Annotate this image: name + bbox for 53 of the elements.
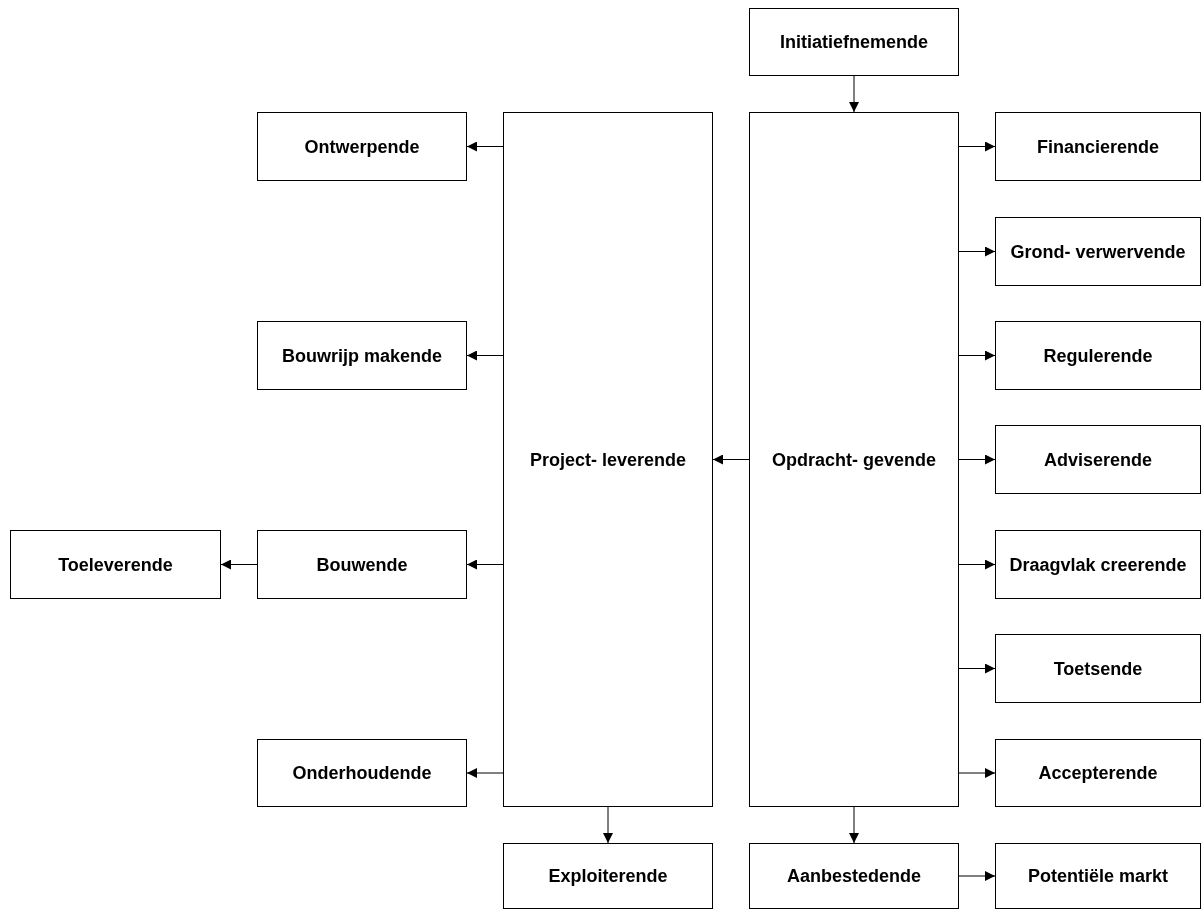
arrow [958,871,996,881]
process-box [995,425,1201,494]
arrow [466,141,504,152]
arrow [958,350,996,361]
process-box [995,739,1201,807]
arrow [958,454,996,465]
process-box [995,217,1201,286]
process-box [257,739,467,807]
process-box [995,321,1201,390]
box-label: Exploiterende [548,865,668,888]
box-label: Adviserende [1043,448,1152,472]
process-box [749,8,959,76]
box-label: Toeleverende [58,553,173,577]
box-label: Potentiële markt [1027,865,1168,888]
box-label: Accepterende [1038,762,1158,785]
arrow [466,350,504,361]
arrow [849,806,859,844]
process-box [257,321,467,390]
process-box [995,112,1201,181]
box-label: Toetsende [1053,657,1143,681]
arrow [712,454,750,465]
process-box [749,843,959,909]
process-box [749,112,959,807]
box-label: Opdracht- gevende [772,448,936,472]
box-label: Regulerende [1043,344,1153,368]
box-label: Ontwerpende [304,135,420,159]
arrow [958,559,996,570]
box-label: Project- leverende [529,448,687,472]
process-box [995,634,1201,703]
process-box [503,112,713,807]
process-box [503,843,713,909]
arrow [603,806,613,844]
box-label: Draagvlak creerende [1009,553,1187,577]
arrow [220,559,258,570]
arrow [958,663,996,674]
arrow [466,559,504,570]
process-box [10,530,221,599]
arrow [958,246,996,257]
arrow [849,75,859,113]
box-label: Aanbestedende [786,865,921,888]
process-box [995,843,1201,909]
box-label: Initiatiefnemende [780,31,928,54]
box-label: Grond- verwervende [1010,240,1186,264]
process-box [257,530,467,599]
process-box [257,112,467,181]
arrow [466,768,504,778]
box-label: Onderhoudende [292,762,432,785]
box-label: Financierende [1036,135,1159,159]
arrow [958,141,996,152]
process-box [995,530,1201,599]
arrow [958,768,996,778]
box-label: Bouwrijp makende [282,344,442,368]
box-label: Bouwende [316,553,408,577]
